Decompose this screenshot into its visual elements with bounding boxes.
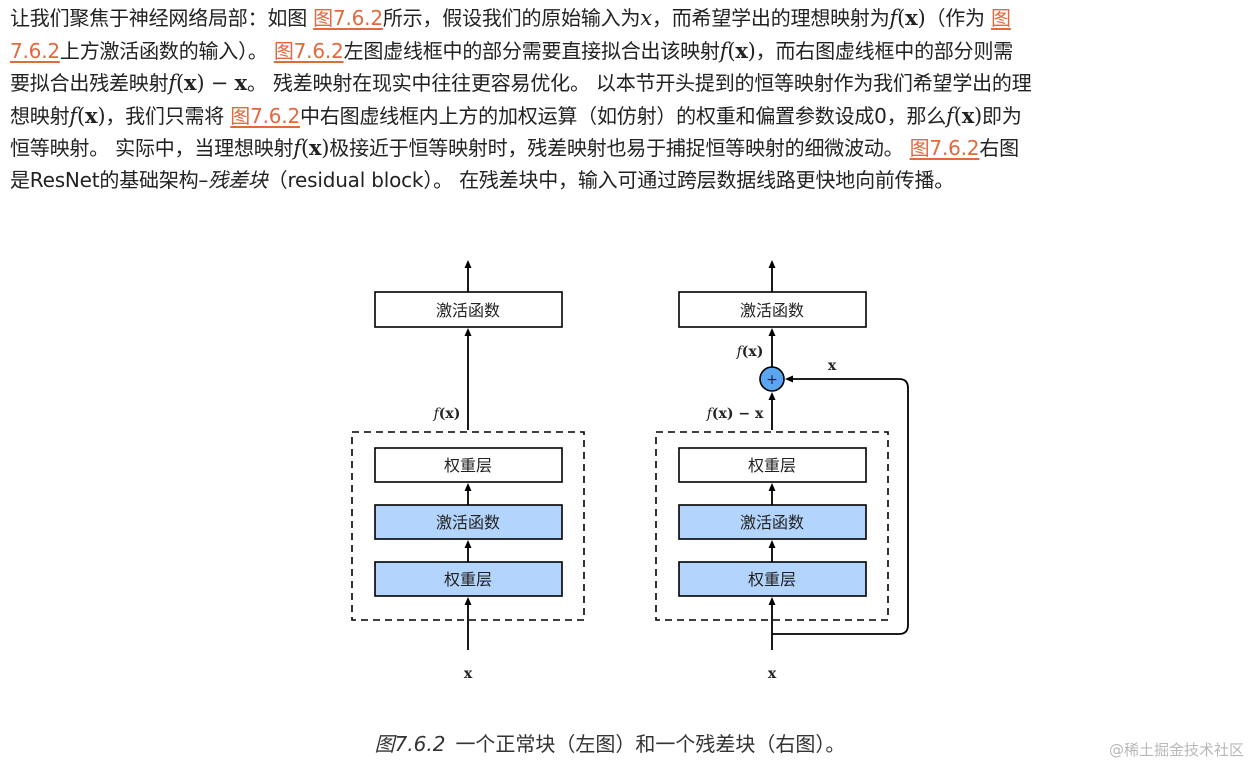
activation-label: 激活函数 — [436, 301, 500, 320]
term-residual-block: 残差块 — [208, 167, 268, 192]
paragraph-line-1: 让我们聚焦于神经网络局部：如图 图7.6.2所示，假设我们的原始输入为x，而希望… — [10, 5, 1011, 30]
fx-label-right: f(x) — [736, 344, 764, 360]
figure-link[interactable]: 图 — [991, 6, 1011, 30]
caption-text: 一个正常块（左图）和一个残差块（右图）。 — [455, 732, 846, 756]
activation-box-left-top — [374, 291, 563, 328]
activation-label: 激活函数 — [436, 513, 500, 532]
activation-box-right-mid — [678, 504, 867, 540]
skip-connection-path — [772, 375, 909, 635]
math-fx: f(x) — [293, 135, 330, 160]
activation-box-right-top — [678, 291, 867, 328]
math-fx: f(x) — [719, 37, 756, 63]
paragraph-line-5: 恒等映射。 实际中，当理想映射f(x)极接近于恒等映射时，残差映射也易于捕捉恒等… — [10, 135, 1019, 160]
weight-box-right-top — [678, 447, 867, 483]
paragraph-line-2: 7.6.2上方激活函数的输入）。 图7.6.2左图虚线框中的部分需要直接拟合出该… — [10, 37, 1014, 63]
fx-label-left: f(x) — [433, 406, 461, 422]
skip-label: x — [828, 358, 837, 374]
caption-number: 图7.6.2 — [374, 732, 446, 756]
figure-link[interactable]: 图7.6.2 — [273, 38, 344, 63]
paragraph-line-6: 是ResNet的基础架构–残差块（residual block）。 在残差块中，… — [10, 167, 955, 192]
watermark: @稀土掘金技术社区 — [1108, 741, 1244, 759]
activation-label: 激活函数 — [740, 513, 804, 532]
weight-layer-label: 权重层 — [444, 570, 492, 589]
residual-label: f(x) − x — [706, 406, 764, 422]
activation-box-left-mid — [374, 504, 563, 540]
dashed-frame-left — [351, 431, 585, 621]
math-x: x — [640, 6, 652, 30]
math-fx-minus-x: f(x) − x — [168, 70, 247, 95]
figure-link[interactable]: 图7.6.2 — [313, 6, 383, 30]
weight-layer-label: 权重层 — [748, 570, 796, 589]
paragraph-line-3: 要拟合出残差映射f(x) − x。 残差映射在现实中往往更容易优化。 以本节开头… — [10, 70, 1032, 95]
activation-label: 激活函数 — [740, 301, 804, 320]
residual-block-diagram: 激活函数 f(x) + f(x) − x 权重层 激活函数 权重层 x x — [655, 260, 909, 682]
math-fx: f(x) — [889, 5, 926, 30]
weight-box-right-bottom — [678, 561, 867, 597]
normal-block-diagram: 激活函数 f(x) 权重层 激活函数 权重层 x — [351, 260, 585, 682]
body-paragraph: 让我们聚焦于神经网络局部：如图 图7.6.2所示，假设我们的原始输入为x，而希望… — [10, 2, 1254, 196]
weight-box-left-top — [374, 447, 563, 483]
weight-layer-label: 权重层 — [444, 456, 492, 475]
figure-link[interactable]: 7.6.2 — [10, 38, 60, 63]
math-fx: f(x) — [946, 102, 983, 128]
figure-caption: 图7.6.2 一个正常块（左图）和一个残差块（右图）。 — [0, 728, 1220, 757]
figure-link[interactable]: 图7.6.2 — [909, 136, 980, 160]
figure-link[interactable]: 图7.6.2 — [230, 103, 300, 128]
math-fx: f(x) — [69, 102, 106, 128]
weight-box-left-bottom — [374, 561, 563, 597]
paragraph-line-4: 想映射f(x)，我们只需将 图7.6.2中右图虚线框内上方的加权运算（如仿射）的… — [10, 102, 1022, 128]
plus-icon: + — [766, 372, 778, 388]
plus-node — [759, 366, 785, 392]
input-label-right: x — [768, 666, 777, 682]
weight-layer-label: 权重层 — [748, 456, 796, 475]
input-label-left: x — [464, 666, 473, 682]
dashed-frame-right — [655, 431, 889, 621]
